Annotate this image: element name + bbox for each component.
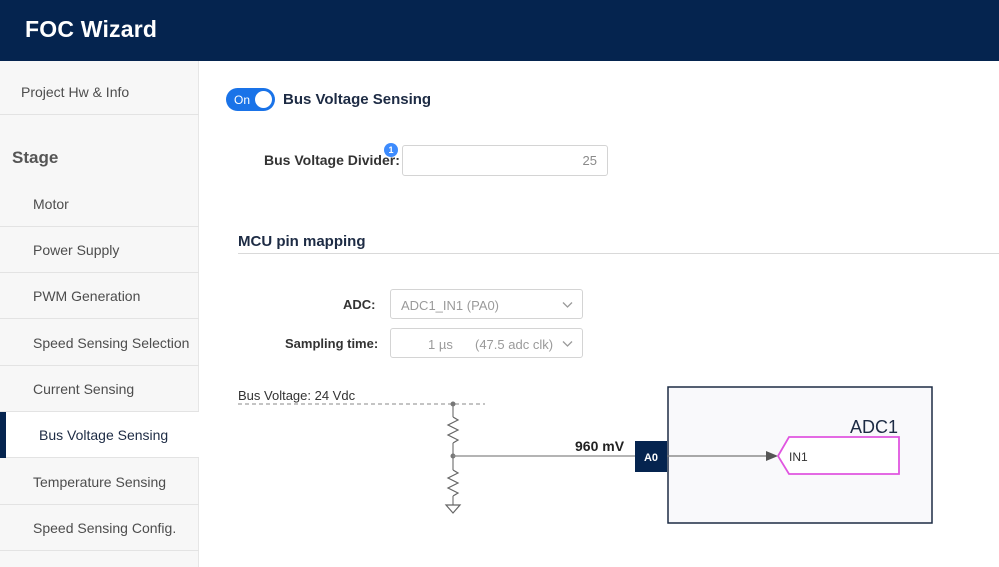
sidebar-item-label: Speed Sensing Selection [33,335,190,351]
app-header: FOC Wizard [0,0,999,61]
sidebar: Project Hw & Info Stage Motor Power Supp… [0,61,199,567]
resistor-top-icon [446,416,460,444]
sidebar-item-current-sensing[interactable]: Current Sensing [0,366,199,412]
app-title: FOC Wizard [25,16,158,42]
bus-voltage-divider-input[interactable] [402,145,608,176]
ground-icon [444,504,462,514]
sidebar-item-power-supply[interactable]: Power Supply [0,227,199,273]
info-badge[interactable]: 1 [384,143,398,157]
adc-label: ADC: [343,297,376,312]
sidebar-item-label: Project Hw & Info [21,84,130,100]
pin-a0-box [635,441,667,472]
sampling-time-value: 1 µs [428,337,453,352]
chevron-down-icon [562,302,573,308]
sidebar-stage-heading: Stage [12,148,59,167]
sidebar-item-label: Current Sensing [33,381,135,397]
sidebar-item-pwm-generation[interactable]: PWM Generation [0,273,199,319]
sidebar-item-bus-voltage-sensing[interactable]: Bus Voltage Sensing [0,412,199,458]
sidebar-item-label: Temperature Sensing [33,474,167,490]
chevron-down-icon [562,341,573,347]
sidebar-item-label: Power Supply [33,242,120,258]
sidebar-item-speed-sensing-selection[interactable]: Speed Sensing Selection [0,320,199,366]
main-panel: On Bus Voltage Sensing Bus Voltage Divid… [199,61,999,567]
active-indicator [0,412,6,458]
sidebar-item-temperature-sensing[interactable]: Temperature Sensing [0,459,199,505]
sampling-time-adc-clk: (47.5 adc clk) [475,337,554,352]
sampling-time-select[interactable]: 1 µs (47.5 adc clk) [390,328,583,358]
sidebar-item-motor[interactable]: Motor [0,181,199,227]
sidebar-item-label: Motor [33,196,69,212]
mcu-pin-mapping-title: MCU pin mapping [238,233,366,250]
toggle-knob [255,91,272,108]
sidebar-item-label: Bus Voltage Sensing [39,427,169,443]
measured-voltage: 960 mV [575,438,625,454]
section-title: Bus Voltage Sensing [283,91,432,108]
bus-voltage-label: Bus Voltage: 24 Vdc [238,388,356,403]
resistor-bottom-icon [446,469,460,497]
adc-input-in1-label: IN1 [789,450,808,464]
toggle-state-label: On [234,93,251,107]
bus-voltage-divider-label: Bus Voltage Divider: [264,152,400,168]
adc1-block-label: ADC1 [850,417,898,437]
bus-voltage-sensing-toggle[interactable]: On [226,88,275,111]
sidebar-item-speed-sensing-config[interactable]: Speed Sensing Config. [0,505,199,551]
adc-select-value: ADC1_IN1 (PA0) [401,298,500,313]
sampling-time-label: Sampling time: [285,336,379,351]
adc-input-in1-shape [776,436,900,475]
sidebar-item-project-hw-info[interactable]: Project Hw & Info [0,69,199,115]
sidebar-item-label: Speed Sensing Config. [33,520,177,536]
arrow-right-icon [766,451,778,461]
sidebar-item-label: PWM Generation [33,288,141,304]
pin-a0-label: A0 [644,452,658,464]
section-divider [238,253,999,254]
voltage-divider-diagram: Bus Voltage: 24 Vdc 960 mV A0 ADC1 IN1 [238,386,933,524]
adc-select[interactable]: ADC1_IN1 (PA0) [390,289,583,319]
